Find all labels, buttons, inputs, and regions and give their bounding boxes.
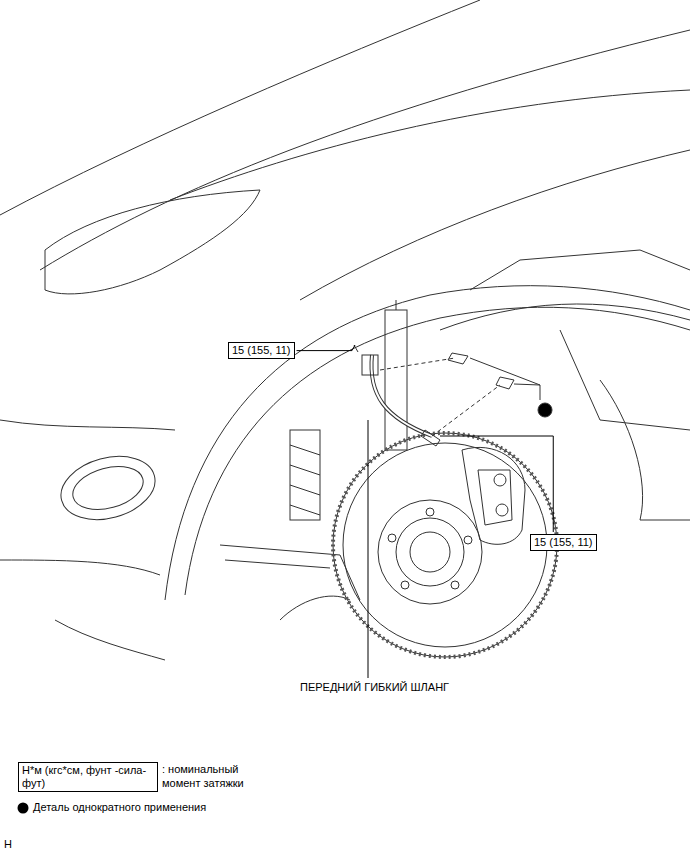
torque-spec: 15 (155, 11) bbox=[530, 534, 597, 551]
page-mark: H bbox=[4, 838, 12, 852]
node-text: Н*м (кгс*см, фунт -сила-фут) bbox=[22, 764, 154, 790]
one-time-use-mark bbox=[17, 802, 29, 814]
legend-text: : номинальный момент затяжки bbox=[162, 763, 257, 791]
leader-line bbox=[297, 345, 355, 351]
node-text: 15 (155, 11) bbox=[232, 344, 291, 357]
legend-torque-box: Н*м (кгс*см, фунт -сила-фут) bbox=[18, 762, 158, 792]
torque-spec: 15 (155, 11) bbox=[228, 342, 295, 359]
part-name: ПЕРЕДНИЙ ГИБКИЙ ШЛАНГ bbox=[300, 681, 449, 695]
node-text: 15 (155, 11) bbox=[534, 536, 593, 549]
legend-text: Деталь однократного применения bbox=[33, 801, 253, 815]
leader-line bbox=[440, 436, 553, 532]
leader-line bbox=[368, 420, 369, 678]
